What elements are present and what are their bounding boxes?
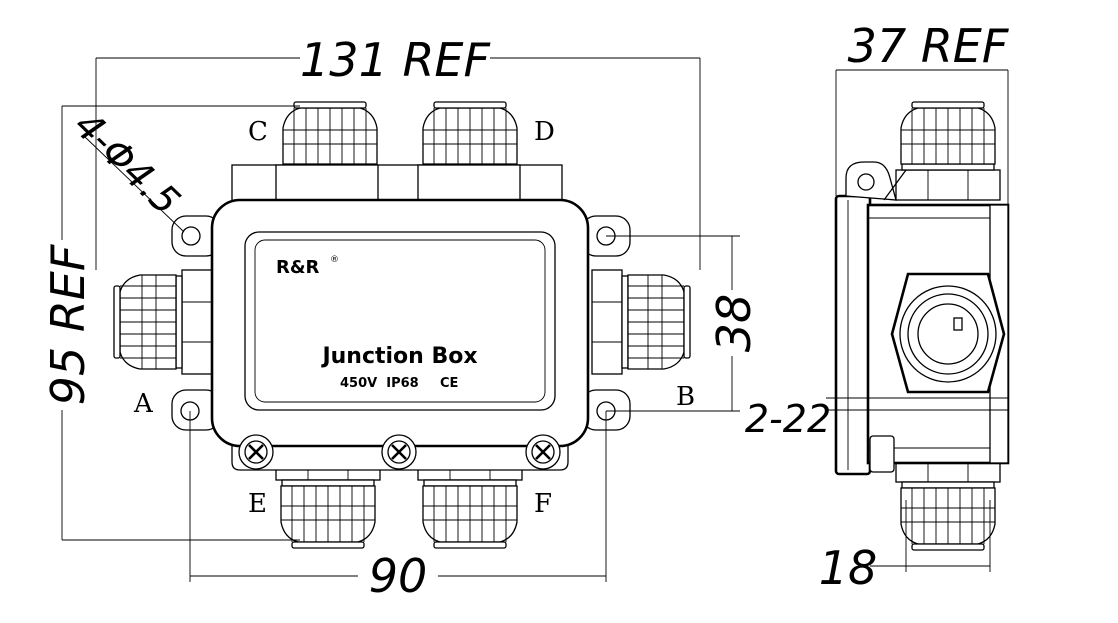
dim-hole-vertical: 38 [606,235,761,412]
dim-side-depth: 37 REF [835,19,1009,205]
front-view: R&R ® Junction Box 450V IP68 CE A B C D … [41,33,761,603]
dim-gland-text: 18 [819,541,878,595]
gland-b [591,269,691,375]
product-title: Junction Box [320,344,477,369]
dim-thread: 2-22 [745,397,1008,441]
dim-hole-horizontal-text: 90 [369,549,428,603]
side-gland-top [895,101,1001,201]
dim-mount-holes: 4-Φ4.5 [66,103,189,233]
port-label-f: F [534,489,552,519]
dim-overall-height-text: 95 REF [41,244,95,405]
mount-ear-bottom-left [171,389,221,431]
side-gland-bottom [895,451,1001,551]
dim-gland: 18 [819,500,991,595]
dim-overall-width: 131 REF [95,33,701,270]
dim-overall-width-text: 131 REF [300,33,490,87]
side-port-nut [890,272,1006,394]
port-label-e: E [248,489,267,519]
port-label-a: A [133,389,154,419]
dim-mount-holes-text: 4-Φ4.5 [66,103,189,224]
dim-thread-text: 2-22 [745,397,831,441]
dim-overall-height: 95 REF [41,105,300,541]
mount-ear-bottom-right [581,389,631,431]
dim-hole-horizontal: 90 [189,411,607,603]
port-label-d: D [534,117,555,147]
brand-registered-mark: ® [330,255,339,265]
dim-side-depth-text: 37 REF [848,19,1009,73]
port-label-b: B [676,382,695,412]
lid-screw-3 [525,434,561,470]
label-panel [244,231,556,411]
lid-screw-1 [238,434,274,470]
port-label-c: C [248,117,268,147]
ce-mark: CE [440,376,458,391]
side-view: 37 REF 2-22 18 [745,19,1010,595]
gland-a [113,269,213,375]
dim-hole-vertical-text: 38 [707,294,761,353]
lid-screw-2 [381,434,417,470]
brand-logo: R&R [276,257,320,278]
mount-ear-top-left [171,215,221,257]
voltage-ip-rating: 450V IP68 [340,376,419,391]
